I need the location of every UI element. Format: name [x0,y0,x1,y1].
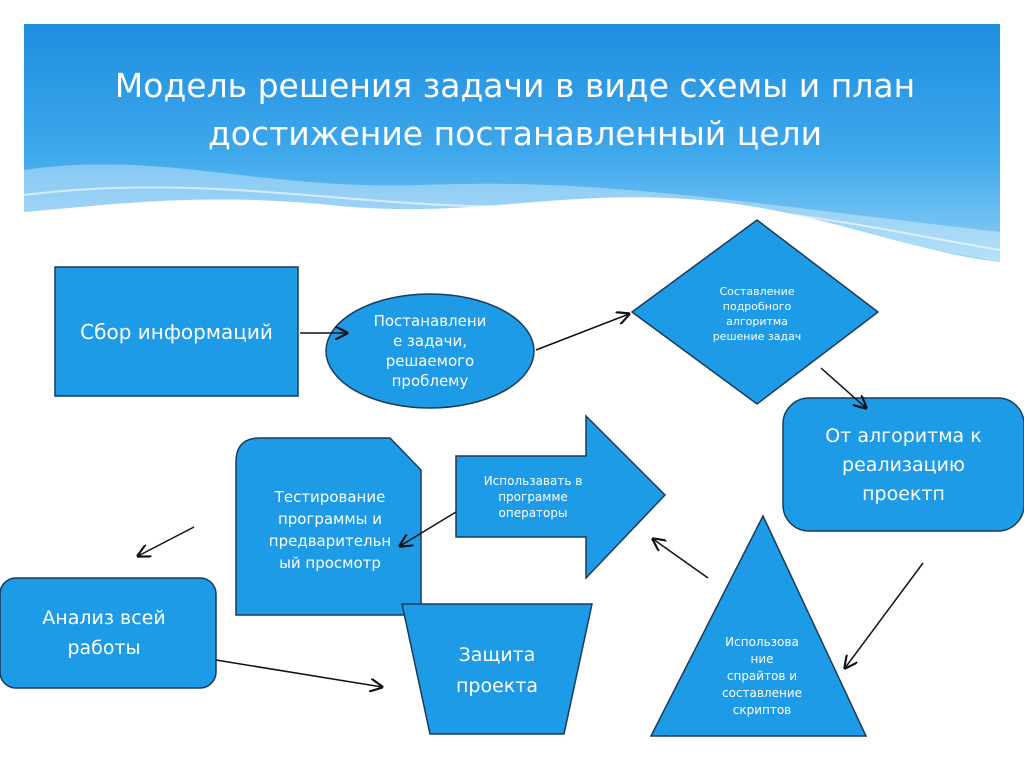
arrow-ispolzovat-to-testirovanie [400,511,457,546]
title-line-1: Модель решения задачи в виде схемы и пла… [114,66,916,105]
node-zashchita-label: Защита проекта [456,644,538,697]
node-analiz-label: Анализ всей работы [42,607,166,659]
arrow-ot-algoritma-to-sprites [845,562,924,668]
node-postanovlenie-ellipse [325,293,535,409]
node-analiz-rect [0,577,217,689]
arrow-testirovanie-to-analiz [138,526,195,556]
node-ispolzovat-arrow [455,414,667,580]
slide-title: Модель решения задачи в виде схемы и пла… [90,62,940,158]
node-ot-algoritma-label: От алгоритма к реализацию проектп [825,424,982,505]
node-zashchita-trapezoid [401,603,593,735]
arrow-postanovlenie-to-sostavlenie [535,314,629,351]
node-sostavlenie-diamond [630,219,880,405]
node-testirovanie-label: Тестирование программы и предварительн ы… [268,488,392,572]
arrow-sostavlenie-to-ot-algoritma [820,367,866,408]
node-postanovlenie-label: Постанавлени е задачи, решаемого проблем… [373,312,487,390]
title-line-2: достижение постанавленный цели [207,114,823,153]
node-sprites-triangle [649,514,868,737]
node-sostavlenie-label: Составление подробного алгоритма решение… [712,285,802,343]
node-sbor-label: Сбор информаций [80,319,273,344]
node-ot-algoritma-rect [782,397,1024,532]
node-sbor-rect [54,266,299,397]
header-banner [23,24,1001,262]
arrow-analiz-to-zashchita [215,659,382,687]
arrow-sprites-to-ispolzovat [653,539,709,579]
node-testirovanie-shape [235,437,422,616]
node-ispolzovat-label: Использавать в программе операторы [483,474,583,520]
node-sprites-label: Использова ние спрайтов и составление ск… [721,634,803,717]
